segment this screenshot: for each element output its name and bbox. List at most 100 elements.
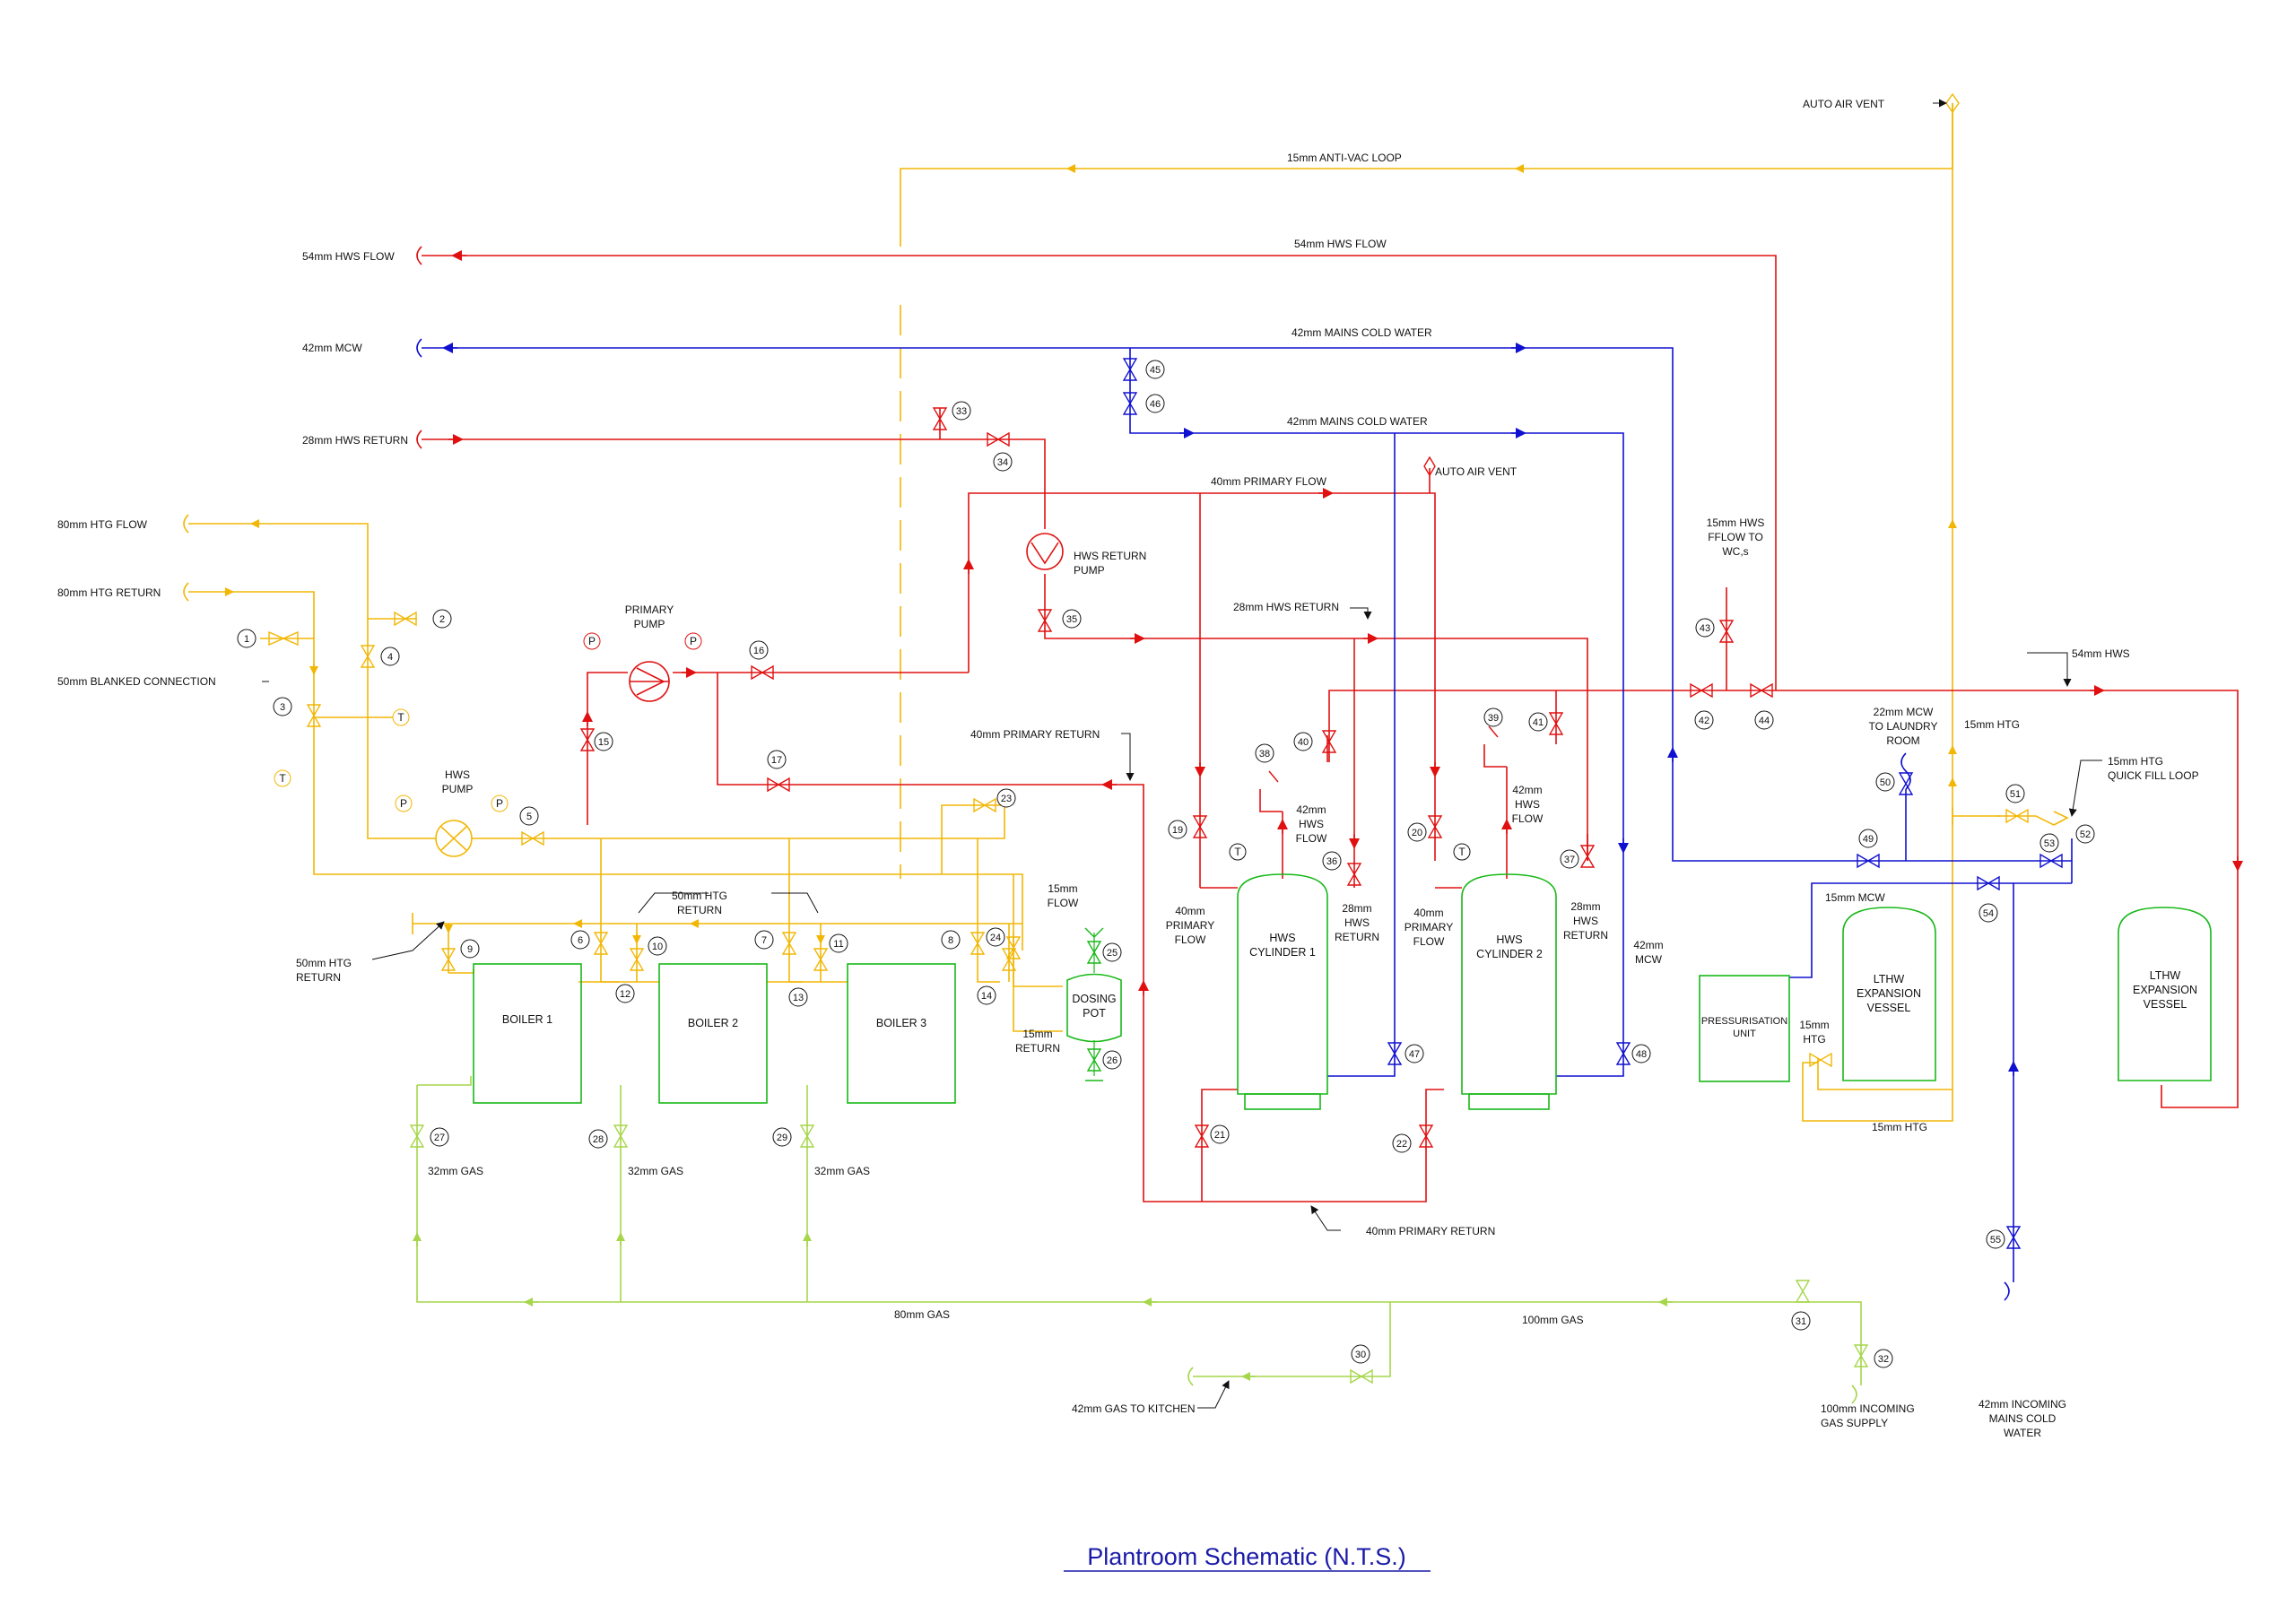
htg-15-bottom-label: 15mm HTG [1872,1121,1927,1133]
valve-icon [1427,815,1443,838]
valve-icon [1718,620,1735,643]
auto-air-vent-mid-label: AUTO AIR VENT [1435,465,1518,478]
valve-icon [1548,712,1564,735]
mains-in-label: 42mm INCOMING [1979,1398,2066,1411]
hws-cylinder-2-label: CYLINDER 2 [1476,948,1543,960]
hws-cylinder-1 [1237,873,1328,1095]
hws-flow-cyl2-label: HWS [1515,798,1540,811]
valve-icon [767,777,790,793]
lthw-expansion-vessel-2-label: VESSEL [2144,998,2187,1011]
equipment [473,873,2212,1110]
valve-number: 40 [1298,737,1309,748]
primary-flow-cyl2-label: 40mm [1413,907,1443,919]
diagram-title: Plantroom Schematic (N.T.S.) [1087,1543,1406,1570]
component-labels: BOILER 1 BOILER 2 BOILER 3 HWS CYLINDER … [442,550,2197,1039]
valve-number: 33 [956,406,967,417]
mains-cold-water-label: 42mm MAINS COLD WATER [1292,326,1432,339]
gas-32-label: 32mm GAS [814,1165,870,1177]
flow-15-label: FLOW [1048,897,1079,909]
mcw-42-label: MCW [1635,953,1663,966]
valve-icon [987,431,1010,447]
primary-pump-label: PUMP [634,618,665,630]
lthw-expansion-vessel-1-label: VESSEL [1867,1002,1911,1014]
gas-100-label: 100mm GAS [1522,1314,1584,1326]
auto-air-vent-label: AUTO AIR VENT [1803,98,1885,110]
laundry-mcw-label: TO LAUNDRY [1869,720,1938,733]
valve-icon [970,932,986,955]
pipe-ends [183,246,2010,1404]
valve-number: 35 [1066,614,1077,625]
valve-icon [440,948,457,971]
pressure-gauge-label: P [496,797,503,810]
pumps [435,533,1064,857]
valve-number: 24 [990,933,1001,943]
valve-icon [1690,682,1713,699]
valve-icon [409,1124,425,1148]
lthw-expansion-vessel-2 [2118,907,2212,1081]
return-15-label: 15mm [1022,1028,1052,1040]
gas-80-label: 80mm GAS [894,1308,950,1321]
primary-pump-icon [629,661,670,702]
valve-number: 55 [1990,1235,2001,1246]
valve-number: 12 [620,989,631,1000]
laundry-mcw-label: ROOM [1886,734,1919,747]
primary-return-40-label: 40mm PRIMARY RETURN [970,728,1100,741]
valve-icon [1268,725,1499,783]
valve-icon [593,932,609,955]
pressure-gauge-label: P [400,797,407,810]
boiler-2 [658,963,768,1104]
valve-icon [521,830,544,846]
hws-pipework [422,250,2243,1202]
pressure-gauge-label: P [690,635,697,647]
valve-number: 14 [981,991,992,1002]
hws-return-cyl2-label: HWS [1573,915,1598,927]
temperature-gauge-label: T [1458,846,1465,858]
hws-return-cyl1-label: RETURN [1335,931,1379,943]
valve-number: 48 [1636,1049,1647,1060]
gauges [274,632,1471,861]
valve-number: 11 [833,939,843,950]
lthw-expansion-vessel-1-label: LTHW [1874,973,1905,985]
valve-icon [306,704,322,727]
valve-icon [1977,875,2000,891]
valve-number: 49 [1863,834,1874,845]
hws-ffl-label: FFLOW TO [1708,531,1763,543]
valve-number: 21 [1214,1130,1225,1141]
valve-icon [579,728,596,751]
hws-pump-icon [435,820,473,857]
valve-icon [1122,392,1138,415]
valve-number-labels: 1 2 3 4 5 6 7 8 9 10 11 12 13 14 15 16 1… [244,365,2091,1365]
valve-icon [629,948,645,971]
heating-pipework [188,103,2069,1122]
htg-return-50-label: 50mm HTG [296,957,352,969]
valve-icon [813,948,829,971]
valve-icon [932,407,948,430]
valve-icon [781,932,797,955]
hws-return-cyl2-label: 28mm [1570,900,1600,913]
lthw-expansion-vessel-1-label: EXPANSION [1857,987,1921,1000]
hws-cylinder-2 [1461,873,1557,1095]
valve-icon [1387,1042,1403,1065]
pressurisation-unit [1699,975,1790,1082]
valve-icon [1809,1052,1832,1068]
primary-flow-cyl2-label: FLOW [1413,935,1445,948]
hws-cylinder-1-label: HWS [1269,932,1295,944]
valve-number: 30 [1355,1350,1366,1360]
hws-54-label: 54mm HWS [2072,647,2130,660]
hws-flow-cyl1-label: HWS [1299,818,1324,830]
valve-number: 31 [1796,1316,1806,1327]
valve-icon [1350,1368,1373,1385]
primary-pump-label: PRIMARY [625,603,674,616]
valve-number: 42 [1699,716,1709,726]
valve-number: 32 [1878,1354,1889,1365]
valve-icon [2005,1226,2022,1249]
primary-flow-cyl1-label: PRIMARY [1166,919,1214,932]
valve-number: 29 [777,1133,787,1143]
mains-cold-water-label: 42mm MAINS COLD WATER [1287,415,1428,428]
hws-flow-cyl1-label: 42mm [1296,803,1326,816]
valve-icon [360,645,376,668]
hws-cylinder-1-label: CYLINDER 1 [1249,946,1316,959]
htg-15-label: 15mm HTG [1964,718,2020,731]
hws-ffl-label: 15mm HWS [1707,517,1765,529]
flow-15-label: 15mm [1048,882,1077,895]
